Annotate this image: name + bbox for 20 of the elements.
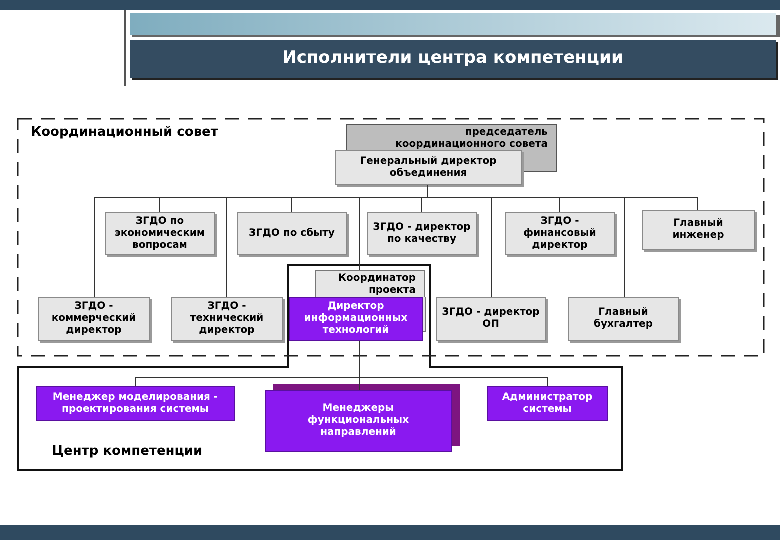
role-box: Администратор системы [487, 386, 608, 421]
role-box: Главный инженер [642, 210, 755, 250]
role-box: ЗГДО по экономическим вопросам [105, 212, 215, 255]
group-title: Координационный совет [31, 125, 218, 142]
role-box: ЗГДО - технический директор [171, 297, 283, 341]
role-box: председатель координационного совета [346, 124, 557, 150]
group-title: Центр компетенции [52, 444, 203, 460]
role-box: Директор информационных технологий [289, 297, 423, 341]
role-box: ЗГДО по сбыту [237, 212, 347, 255]
role-box: ЗГДО - финансовый директор [505, 212, 615, 255]
role-box: ЗГДО - директор ОП [436, 297, 546, 341]
title: Исполнители центра компетенции [282, 47, 624, 70]
connector-line [360, 340, 548, 386]
role-box: ЗГДО - коммерческий директор [38, 297, 150, 341]
role-box: Менеджер моделирования - проектирования системы [36, 386, 235, 421]
role-box: ЗГДО - директор по качеству [367, 212, 477, 255]
role-box: Главный бухгалтер [568, 297, 679, 341]
connector-line [428, 184, 626, 298]
role-box: Генеральный директор объединения [335, 150, 522, 185]
role-box: Координатор проекта [315, 270, 425, 297]
